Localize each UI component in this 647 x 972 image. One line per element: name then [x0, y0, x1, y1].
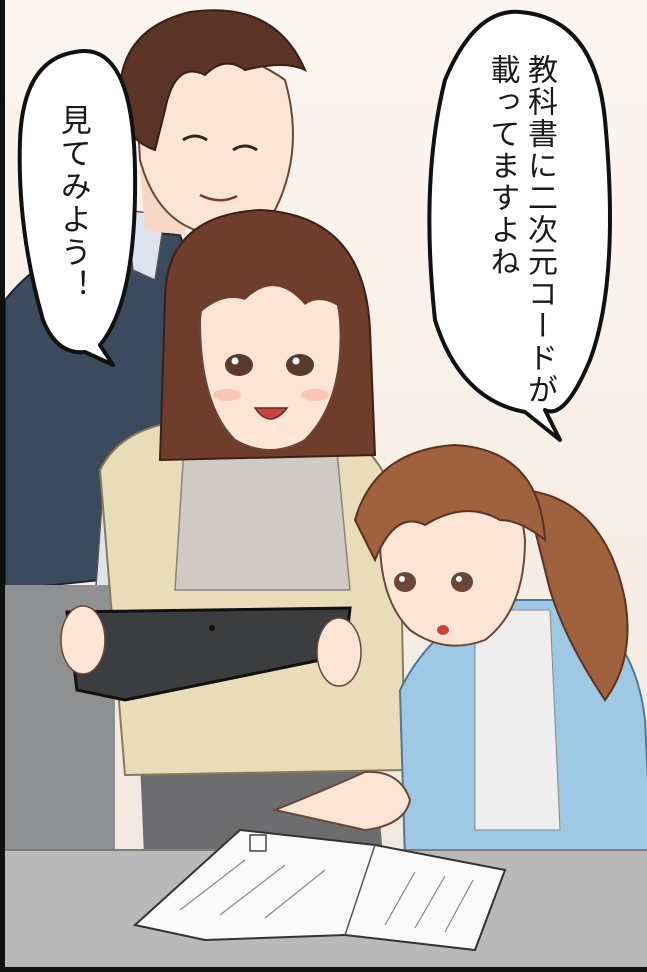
tablet	[60, 605, 362, 702]
textbook	[132, 828, 507, 952]
speech-left-text: 見てみよう！	[54, 104, 91, 302]
illustration	[5, 9, 647, 967]
speech-right-text: 教科書に二次元コードが 載ってますよね	[483, 54, 558, 406]
right-woman-figure	[271, 443, 647, 861]
qr-code-icon	[249, 834, 267, 852]
speech-right-line-1: 教科書に二次元コードが	[522, 54, 557, 406]
speech-bubble-left	[17, 49, 138, 367]
man-figure	[5, 9, 307, 875]
speech-right-line-2: 載ってますよね	[484, 54, 520, 278]
speech-bubble-right	[427, 9, 612, 442]
